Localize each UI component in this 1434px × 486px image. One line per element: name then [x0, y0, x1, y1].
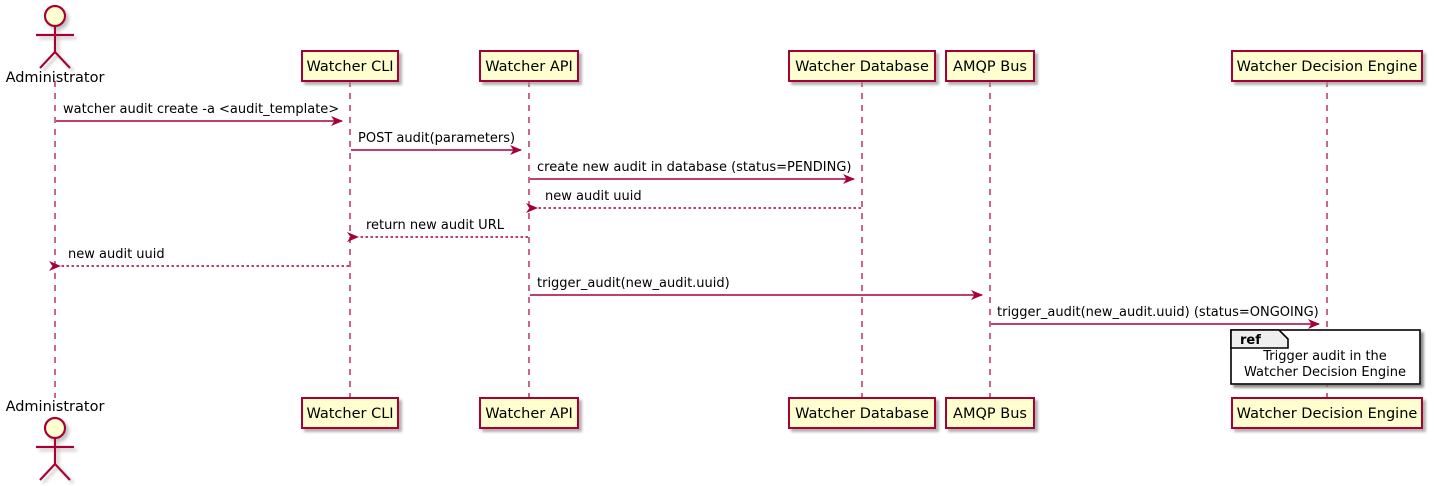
participant-watcher-database-bottom[interactable]: Watcher Database: [788, 397, 936, 429]
participant-label-amqp-bus-bottom: AMQP Bus: [953, 406, 1027, 422]
message-label: new audit uuid: [68, 247, 165, 262]
message-new-audit-uuid-cli[interactable]: new audit uuid: [49, 247, 349, 271]
lifelines-group: [54, 81, 1328, 398]
message-trigger-audit-amqp[interactable]: trigger_audit(new_audit.uuid): [530, 276, 983, 300]
ref-block-trigger-audit[interactable]: ref Trigger audit in the Watcher Decisio…: [1230, 329, 1421, 385]
participant-watcher-cli-top[interactable]: Watcher CLI: [301, 50, 399, 82]
participant-label-watcher-database-top: Watcher Database: [795, 59, 929, 75]
participant-watcher-decision-engine-top[interactable]: Watcher Decision Engine: [1231, 50, 1423, 82]
message-new-audit-uuid-db[interactable]: new audit uuid: [526, 189, 861, 213]
participant-label-watcher-decision-engine-top: Watcher Decision Engine: [1237, 59, 1418, 75]
actor-figure-bottom: [36, 416, 74, 481]
participant-label-watcher-cli-bottom: Watcher CLI: [306, 406, 393, 422]
ref-block-tag-label: ref: [1240, 333, 1261, 348]
message-label: create new audit in database (status=PEN…: [537, 160, 852, 175]
ref-block-line-2: Watcher Decision Engine: [1244, 365, 1406, 380]
participant-amqp-bus-top[interactable]: AMQP Bus: [945, 50, 1035, 82]
actor-figure-top: [36, 4, 74, 69]
actor-administrator-bottom[interactable]: Administrator: [6, 399, 105, 481]
ref-block-line-1: Trigger audit in the: [1262, 349, 1387, 364]
actor-label-administrator-bottom: Administrator: [6, 399, 105, 415]
participant-amqp-bus-bottom[interactable]: AMQP Bus: [945, 397, 1035, 429]
participant-label-watcher-decision-engine-bottom: Watcher Decision Engine: [1237, 406, 1418, 422]
message-label: POST audit(parameters): [358, 131, 515, 146]
participant-boxes-top: Watcher CLI Watcher API Watcher Database…: [301, 50, 1423, 82]
message-label: watcher audit create -a <audit_template>: [63, 102, 339, 117]
participant-label-watcher-database-bottom: Watcher Database: [795, 406, 929, 422]
participant-watcher-decision-engine-bottom[interactable]: Watcher Decision Engine: [1231, 397, 1423, 429]
actor-administrator-top[interactable]: Administrator: [6, 4, 105, 86]
message-label: new audit uuid: [545, 189, 642, 204]
participant-label-watcher-api-bottom: Watcher API: [485, 406, 573, 422]
message-trigger-audit-ongoing[interactable]: trigger_audit(new_audit.uuid) (status=ON…: [991, 305, 1320, 329]
participant-watcher-database-top[interactable]: Watcher Database: [788, 50, 936, 82]
message-return-new-audit-url[interactable]: return new audit URL: [347, 218, 528, 242]
ref-block-tag-shape: [1230, 329, 1289, 349]
participant-boxes-bottom: Watcher CLI Watcher API Watcher Database…: [301, 397, 1423, 429]
messages-group: watcher audit create -a <audit_template>…: [49, 102, 1320, 329]
message-create-new-audit[interactable]: create new audit in database (status=PEN…: [530, 160, 855, 184]
message-label: trigger_audit(new_audit.uuid): [537, 276, 730, 291]
participant-label-watcher-api-top: Watcher API: [485, 59, 573, 75]
participant-label-watcher-cli-top: Watcher CLI: [306, 59, 393, 75]
participant-watcher-api-bottom[interactable]: Watcher API: [479, 397, 579, 429]
message-label: return new audit URL: [366, 218, 505, 233]
message-watcher-audit-create[interactable]: watcher audit create -a <audit_template>: [56, 102, 343, 126]
actor-label-administrator-top: Administrator: [6, 70, 105, 86]
participant-watcher-api-top[interactable]: Watcher API: [479, 50, 579, 82]
participant-watcher-cli-bottom[interactable]: Watcher CLI: [301, 397, 399, 429]
message-label: trigger_audit(new_audit.uuid) (status=ON…: [997, 305, 1319, 320]
participant-label-amqp-bus-top: AMQP Bus: [953, 59, 1027, 75]
message-post-audit[interactable]: POST audit(parameters): [351, 131, 522, 155]
